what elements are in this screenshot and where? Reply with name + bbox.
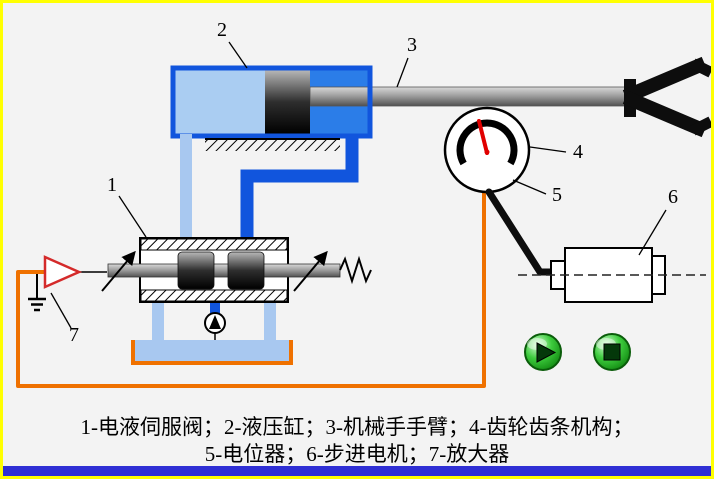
- leader-line-3: [396, 57, 409, 88]
- rack-pinion-potentiometer: [443, 106, 531, 194]
- leader-line-4: [529, 146, 567, 153]
- pump: [204, 312, 226, 341]
- pipe-return-left: [152, 302, 164, 341]
- label-rack-pinion: 4: [573, 141, 583, 163]
- stop-button[interactable]: [593, 333, 631, 371]
- valve-hatch-top: [140, 238, 288, 251]
- play-icon: [536, 342, 557, 363]
- potentiometer-track: [456, 119, 518, 166]
- part-labels: 1 2 3 4 5 6 7: [50, 19, 678, 346]
- gripper-upper-tip: [690, 58, 714, 78]
- cylinder-left-chamber: [175, 70, 265, 134]
- cylinder-outline: [170, 65, 373, 139]
- label-hydraulic-cylinder: 2: [217, 19, 227, 41]
- pipe-return-right: [264, 302, 276, 341]
- ground-icon: [28, 274, 46, 312]
- actuator-arrow-left-icon: [101, 250, 136, 292]
- leader-line-6: [638, 209, 667, 256]
- link-rod-diagonal: [485, 188, 544, 276]
- pipe-pump-stub: [210, 302, 220, 313]
- piston-head: [265, 70, 310, 134]
- pipe-light-supply: [180, 134, 192, 238]
- amplifier-triangle: [43, 255, 83, 289]
- cylinder-mount: [205, 138, 340, 151]
- oil-tank: [131, 340, 293, 365]
- progress-bar[interactable]: [3, 466, 711, 476]
- piston: [265, 70, 310, 134]
- pump-arrow-icon: [209, 315, 221, 329]
- gripper-lower-tip: [690, 116, 714, 136]
- caption-line-1: 1-电液伺服阀；2-液压缸；3-机械手手臂；4-齿轮齿条机构；: [81, 415, 634, 439]
- needle-hub: [484, 149, 490, 155]
- label-amplifier: 7: [69, 324, 79, 346]
- arm-rod: [309, 86, 631, 107]
- label-stepper-motor: 6: [668, 186, 678, 208]
- stepper-motor: [518, 247, 706, 303]
- leader-line-5: [512, 179, 547, 195]
- caption-line-2: 5-电位器；6-步进电机；7-放大器: [205, 442, 509, 466]
- leader-line-7: [50, 292, 72, 329]
- manipulator-arm: [309, 56, 714, 138]
- valve-spool-land-right: [227, 251, 265, 290]
- mount-hatch: [205, 140, 340, 151]
- valve-spool-rod: [107, 263, 341, 278]
- play-button[interactable]: [524, 333, 562, 371]
- gripper-lower-jaw: [622, 90, 708, 138]
- valve-spool-land-left: [177, 251, 215, 290]
- caption: 1-电液伺服阀；2-液压缸；3-机械手手臂；4-齿轮齿条机构； 5-电位器；6-…: [81, 415, 634, 466]
- stop-icon: [603, 343, 621, 361]
- leader-line-2: [228, 41, 248, 69]
- amplifier: [28, 255, 107, 312]
- actuator-arrow-right-icon: [293, 250, 328, 292]
- valve-hatch-bottom: [140, 289, 288, 302]
- gripper: [622, 56, 714, 138]
- label-manipulator-arm: 3: [407, 34, 417, 56]
- label-potentiometer: 5: [552, 184, 562, 206]
- leader-line-1: [118, 195, 147, 238]
- pipes: [152, 134, 359, 341]
- label-servo-valve: 1: [107, 174, 117, 196]
- needle: [477, 119, 489, 155]
- gripper-upper-jaw: [622, 56, 708, 104]
- feedback-wire: [16, 192, 486, 388]
- pipe-dark-supply: [240, 134, 359, 238]
- servo-valve: [101, 237, 372, 303]
- spring-icon: [339, 255, 372, 285]
